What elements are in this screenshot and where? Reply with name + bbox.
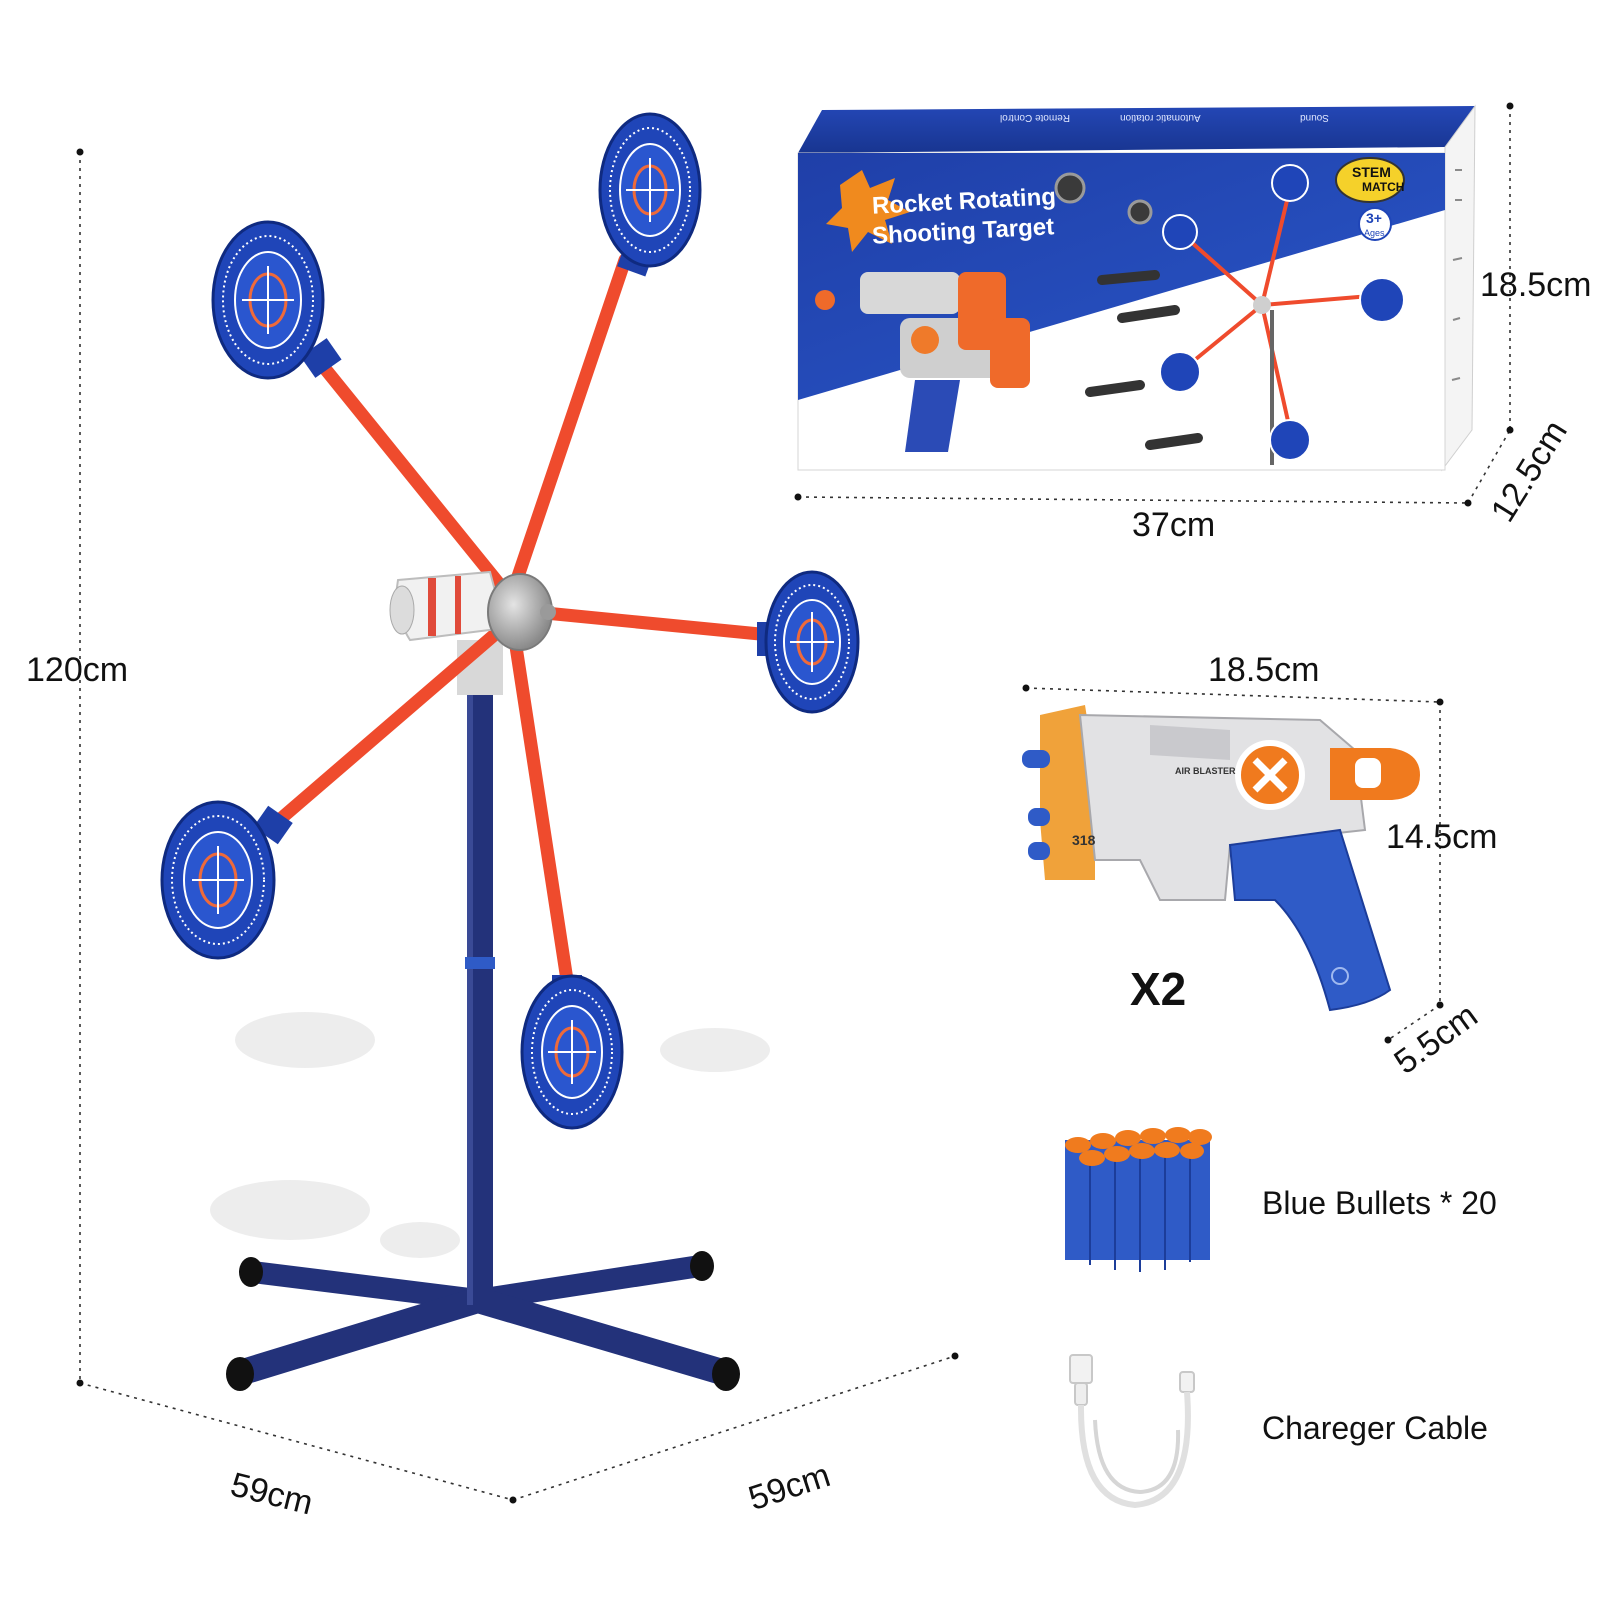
- product-box: [797, 104, 1476, 472]
- dart-bundle: [1065, 1127, 1212, 1272]
- target-disc-lower-left: [160, 800, 293, 960]
- stand-pole: [457, 640, 503, 1305]
- box-feature-2: Sound: [1300, 112, 1329, 123]
- blaster-gun: [1022, 705, 1420, 1012]
- cable-label: Chareger Cable: [1262, 1410, 1488, 1446]
- gun-dimension-ticks: [1022, 684, 1444, 1044]
- bullets-label: Blue Bullets * 20: [1262, 1185, 1497, 1221]
- target-disc-right: [757, 570, 860, 714]
- target-disc-upper-left: [211, 220, 342, 380]
- rocket-hub: [389, 570, 556, 651]
- target-disc-bottom: [520, 974, 624, 1130]
- charger-cable: [1069, 1354, 1195, 1509]
- box-feature-0: Remote Control: [1000, 112, 1071, 123]
- stand-dimension-lines: [79, 152, 956, 1501]
- box-age-line2: Ages: [1364, 228, 1385, 238]
- gun-width-label: 18.5cm: [1208, 651, 1320, 689]
- stand-dimension-ticks: [76, 148, 959, 1504]
- box-age-line1: 3+: [1366, 210, 1382, 226]
- gun-quantity-label: X2: [1130, 963, 1187, 1015]
- box-gun-illustration: [815, 272, 1030, 452]
- box-feature-1: Automatic rotation: [1120, 112, 1201, 123]
- box-width-label: 37cm: [1132, 506, 1216, 544]
- floor-shadows: [210, 1012, 770, 1258]
- gun-height-label: 14.5cm: [1386, 818, 1498, 856]
- box-brand-line2: MATCH: [1362, 180, 1405, 194]
- box-dimension-lines: [797, 106, 1511, 504]
- rotating-arms: [263, 253, 777, 987]
- box-brand-line1: STEM: [1352, 164, 1391, 180]
- stand-base: [226, 1251, 740, 1391]
- box-dimension-ticks: [794, 102, 1514, 507]
- target-disc-top: [598, 112, 702, 277]
- gun-brand-label: AIR BLASTER: [1175, 766, 1236, 776]
- stand-height-label: 120cm: [26, 651, 129, 689]
- box-height-label: 18.5cm: [1480, 266, 1592, 304]
- gun-dimension-lines: [1025, 687, 1441, 1041]
- gun-model-label: 318: [1072, 832, 1096, 848]
